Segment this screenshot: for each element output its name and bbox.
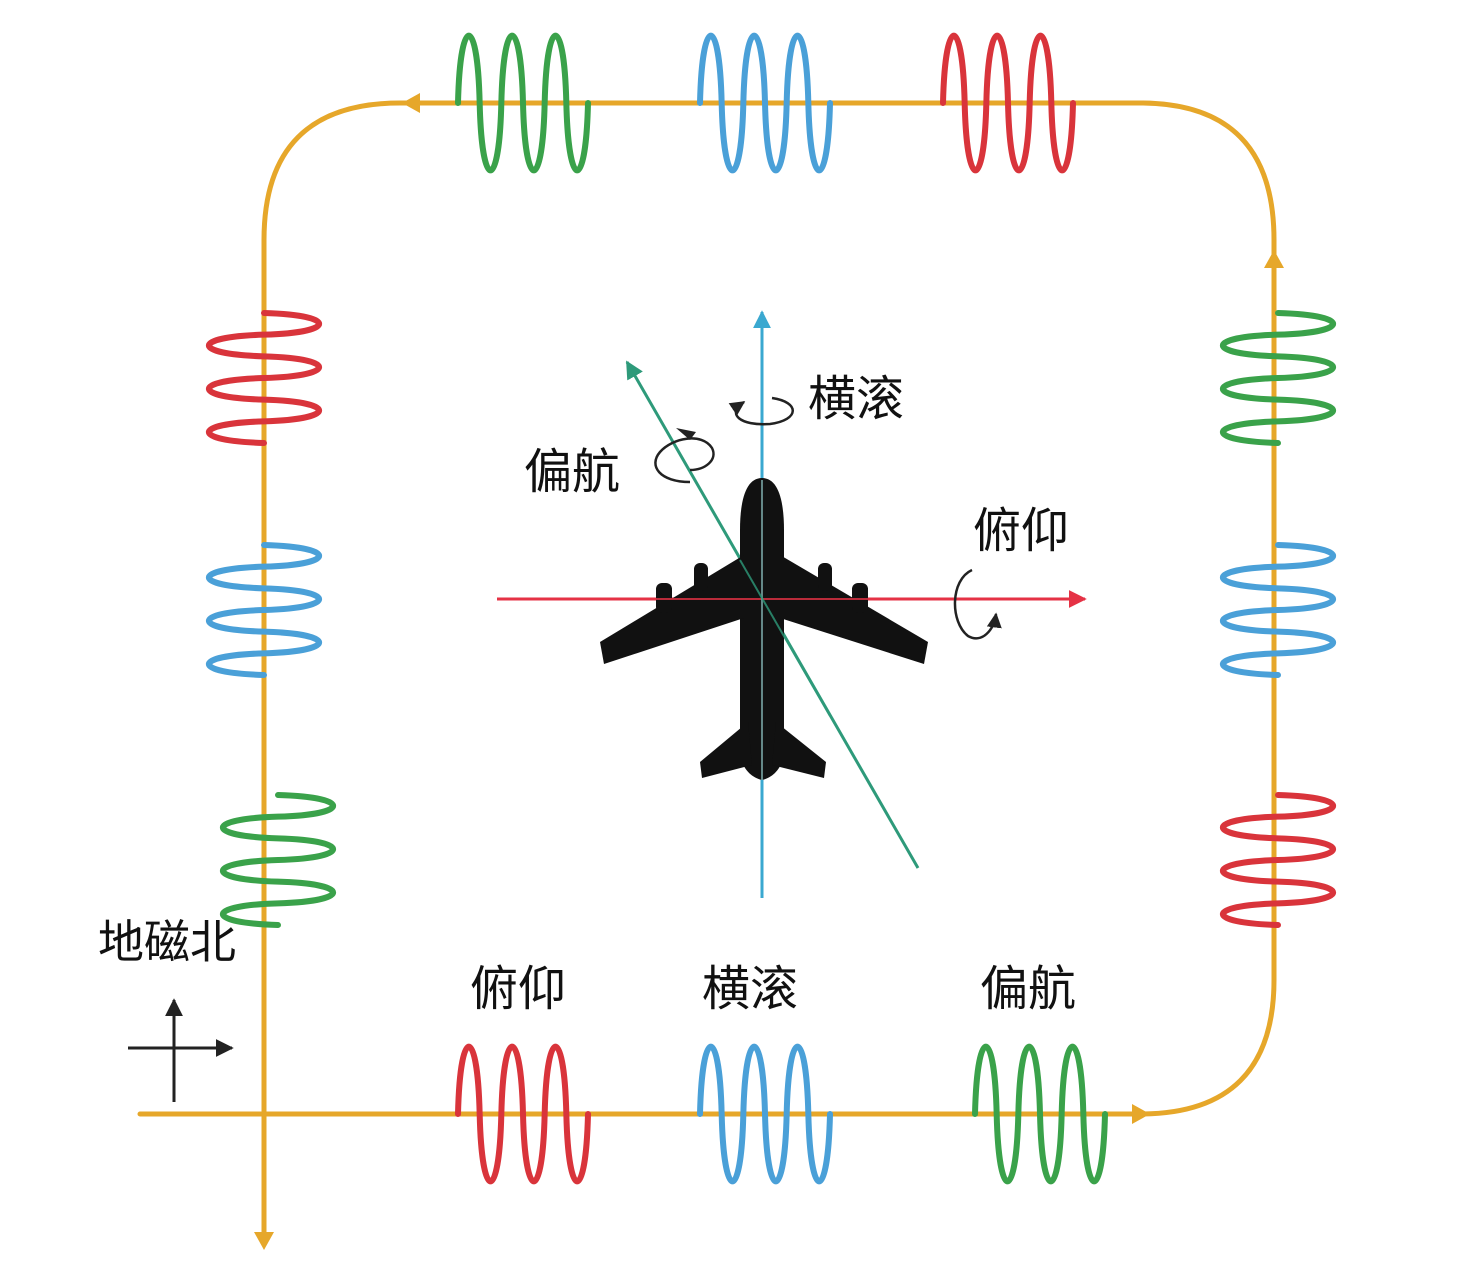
yaw-axis-overlay [739, 559, 831, 717]
top-coil-blue [697, 32, 833, 174]
loop-path [137, 100, 1277, 1246]
yaw-rotation-arrowhead [676, 428, 696, 440]
geomagnetic-north-label: 地磁北 [98, 915, 236, 969]
direction-cross-icon [128, 998, 234, 1102]
bottom-coil-yaw-green [972, 1043, 1108, 1185]
roll-rotation-arrow [728, 396, 794, 426]
left-coil-green [220, 792, 336, 928]
top-coil-green [455, 32, 591, 174]
bottom-label-pitch: 俯仰 [470, 961, 566, 1017]
pitch-rotation-arrow [953, 568, 1002, 640]
yaw-axis-label: 偏航 [524, 444, 620, 500]
bottom-label-yaw: 偏航 [980, 961, 1076, 1017]
airplane-silhouette-icon [600, 478, 928, 780]
loop-wire [137, 100, 1277, 1246]
coils [206, 32, 1336, 1185]
top-coil-red [940, 32, 1076, 174]
loop-arrow-bottom [1132, 1104, 1150, 1124]
pitch-axis-label: 俯仰 [973, 503, 1069, 559]
right-coil-blue [1220, 542, 1336, 678]
loop-arrow-top [402, 93, 420, 113]
yaw-rotation-arrow [654, 437, 715, 484]
loop-direction-arrows [254, 93, 1284, 1250]
loop-arrow-left-end [254, 1232, 274, 1250]
left-coil-blue [206, 542, 322, 678]
left-coil-red [206, 310, 322, 446]
right-coil-green [1220, 310, 1336, 446]
bottom-coil-pitch-red [455, 1043, 591, 1185]
loop-arrow-right [1264, 250, 1284, 268]
bottom-label-roll: 横滚 [702, 961, 798, 1017]
bottom-coil-roll-blue [697, 1043, 833, 1185]
roll-axis-label: 横滚 [808, 371, 904, 427]
right-coil-red [1220, 792, 1336, 928]
